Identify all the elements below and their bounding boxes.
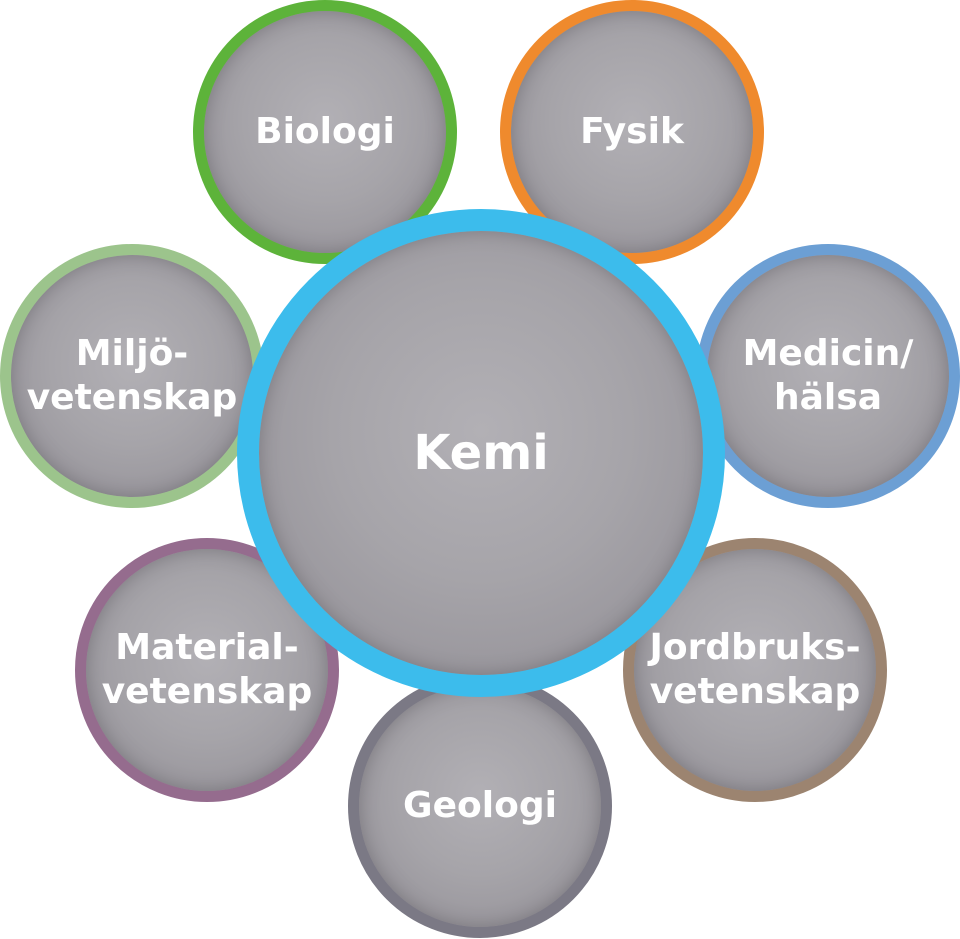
node-medicin-halsa: Medicin/ hälsa	[696, 244, 960, 508]
node-miljovetenskap: Miljö- vetenskap	[0, 244, 264, 508]
center-label-kemi: Kemi	[413, 425, 549, 481]
center-node-kemi: Kemi	[237, 209, 725, 697]
node-label-jordbruksvetenskap: Jordbruks- vetenskap	[649, 627, 861, 712]
node-materialvetenskap: Material- vetenskap	[75, 538, 339, 802]
node-fysik: Fysik	[500, 0, 764, 264]
node-geologi: Geologi	[348, 674, 612, 938]
node-label-medicin-halsa: Medicin/ hälsa	[742, 333, 914, 418]
node-label-geologi: Geologi	[403, 785, 557, 826]
node-biologi: Biologi	[193, 0, 457, 264]
node-label-fysik: Fysik	[580, 111, 684, 152]
node-label-miljovetenskap: Miljö- vetenskap	[26, 333, 238, 418]
node-label-biologi: Biologi	[255, 111, 395, 152]
node-label-materialvetenskap: Material- vetenskap	[101, 627, 313, 712]
